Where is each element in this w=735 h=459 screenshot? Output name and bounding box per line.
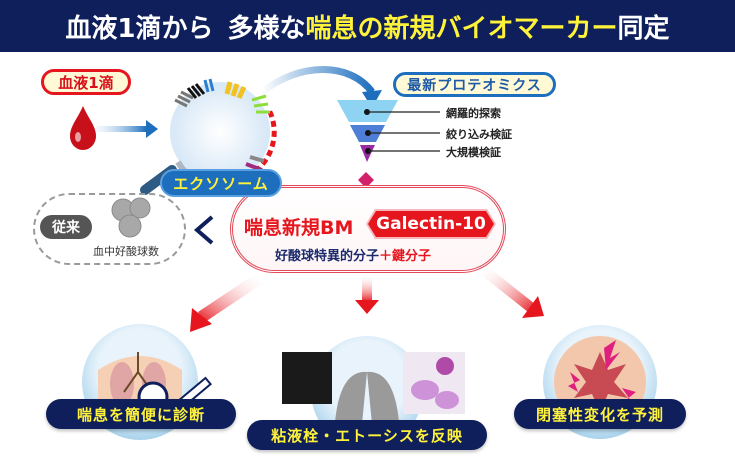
funnel-step-validation: 大規模検証	[446, 146, 501, 159]
conventional-method-box	[33, 193, 186, 265]
eosinophil-cells-icon	[111, 197, 151, 238]
arrow-to-proteomics	[259, 66, 382, 108]
conventional-label: 従来	[40, 215, 92, 239]
arrow-to-diagnosis	[190, 274, 262, 332]
arrow-to-exosome	[96, 120, 158, 138]
exosome-label: エクソソーム	[160, 169, 282, 197]
title-banner: 血液1滴から 多様な 喘息の新規バイオマーカー 同定	[0, 0, 735, 52]
title-part-3: 同定	[617, 13, 670, 44]
conventional-caption: 血中好酸球数	[93, 245, 159, 258]
title-part-1: 血液1滴から	[65, 13, 214, 44]
comparison-less-than-icon	[193, 215, 214, 245]
outcome-diagnosis: 喘息を簡便に診断	[46, 399, 236, 429]
proteomics-label: 最新プロテオミクス	[393, 72, 556, 97]
outcome-obstruction-prediction: 閉塞性変化を予測	[514, 399, 686, 429]
funnel-step-discovery: 網羅的探索	[446, 107, 501, 120]
outcome-mucus-etosis: 粘液栓・エトーシスを反映	[247, 420, 487, 450]
arrow-to-obstruction	[480, 266, 544, 318]
funnel-step-screening: 絞り込み検証	[446, 128, 512, 141]
new-biomarker-label: 喘息新規BM	[244, 217, 354, 239]
description-plus: ＋	[379, 249, 393, 264]
description-key-molecule: 鍵分子	[392, 249, 432, 264]
diamond-marker-icon	[358, 172, 374, 188]
title-highlight: 喘息の新規バイオマーカー	[305, 13, 618, 44]
biomarker-description: 好酸球特異的分子＋鍵分子	[275, 245, 431, 264]
biomarker-name-badge: Galectin-10	[368, 211, 494, 237]
blood-drop-label: 血液1滴	[41, 69, 131, 95]
blood-drop-icon	[70, 106, 96, 150]
funnel-icon	[337, 100, 440, 162]
description-main: 好酸球特異的分子	[275, 249, 380, 264]
diagram-canvas: 血液1滴 エクソソーム 最新プロテオミクス 網羅的探索 絞り込み検証 大規模検証…	[0, 52, 735, 459]
arrow-to-mucus-plug	[355, 274, 379, 314]
title-part-2: 多様な	[227, 13, 306, 44]
